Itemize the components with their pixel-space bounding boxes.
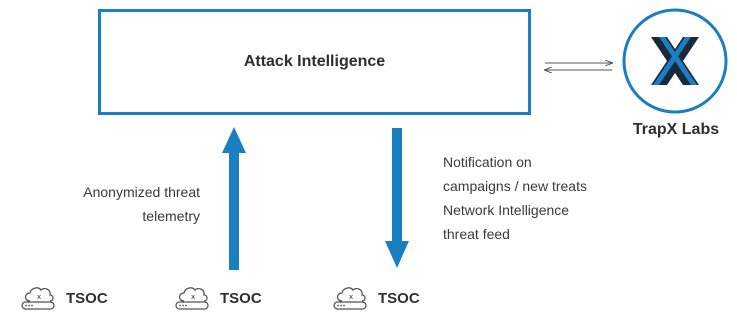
tsoc-node: x TSOC: [20, 285, 108, 311]
cloud-x-icon: x: [175, 287, 209, 310]
tsoc-label: TSOC: [66, 289, 108, 307]
x-icon: [622, 8, 728, 114]
trapx-labs-label: TrapX Labs: [632, 121, 720, 138]
upward-flow-note: Anonymized threat telemetry: [20, 180, 200, 228]
tsoc-label: TSOC: [220, 289, 262, 307]
svg-text:x: x: [37, 293, 41, 301]
svg-text:x: x: [191, 293, 195, 301]
attack-intelligence-label: Attack Intelligence: [243, 53, 386, 70]
attack-intelligence-box: Attack Intelligence: [98, 9, 531, 115]
upward-arrow: [222, 127, 246, 270]
downward-note-line: campaigns / new treats: [443, 178, 587, 194]
tsoc-node: x TSOC: [174, 285, 262, 311]
downward-note-line: Network Intelligence: [443, 202, 570, 218]
downward-arrow: [385, 128, 409, 268]
bidirectional-arrows: [545, 63, 612, 70]
tsoc-label: TSOC: [378, 289, 420, 307]
upward-note-line: telemetry: [142, 208, 200, 224]
downward-note-line: threat feed: [443, 226, 510, 242]
cloud-x-icon: x: [21, 287, 55, 310]
tsoc-node: x TSOC: [332, 285, 420, 311]
cloud-x-icon: x: [333, 287, 367, 310]
svg-text:x: x: [349, 293, 353, 301]
downward-flow-note: Notification on campaigns / new treats N…: [443, 150, 643, 246]
upward-note-line: Anonymized threat: [83, 184, 200, 200]
trapx-logo: [621, 7, 729, 115]
downward-note-line: Notification on: [443, 154, 532, 170]
